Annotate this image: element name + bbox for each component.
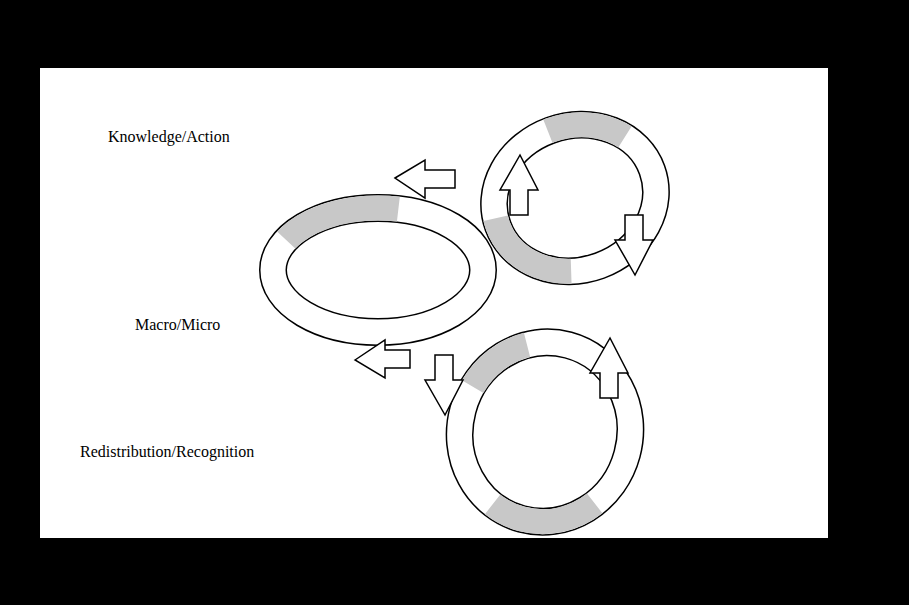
bottom-loop — [425, 323, 650, 541]
loop-label: Knowledge/Action — [108, 127, 230, 146]
loop-label: Redistribution/Recognition — [80, 442, 254, 461]
top-loop — [473, 102, 676, 293]
left-loop — [273, 160, 483, 378]
loop-label: Macro/Micro — [135, 315, 220, 334]
